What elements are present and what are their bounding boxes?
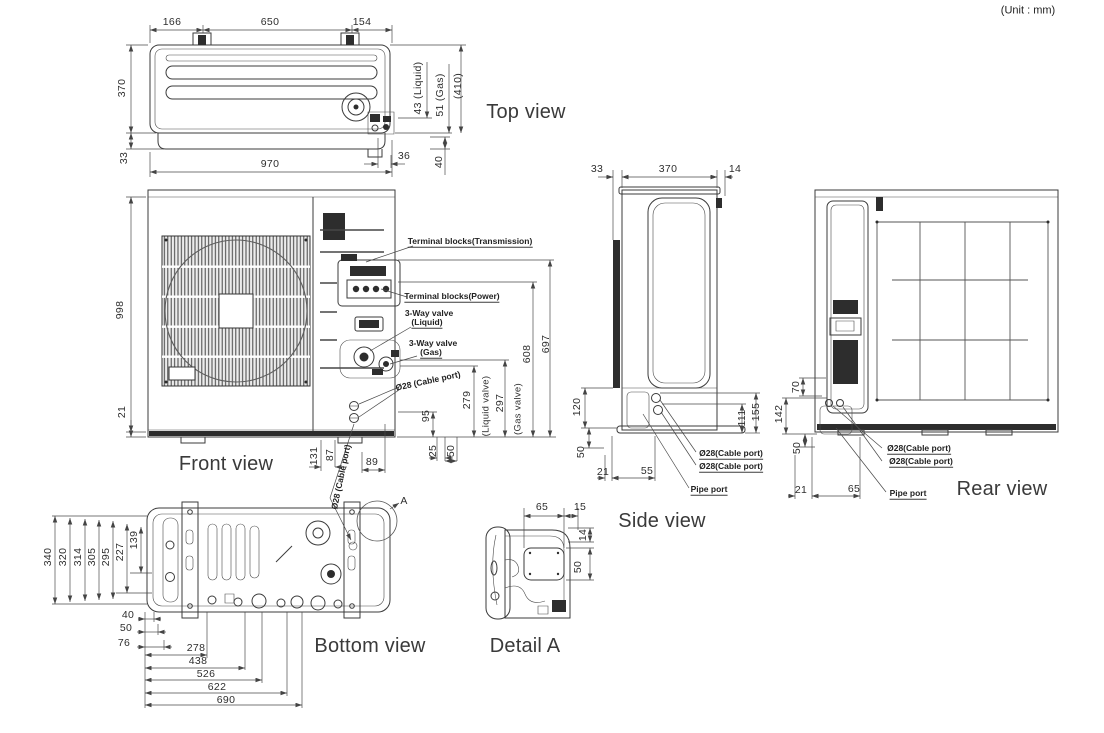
dim-bottom-340: 340 — [41, 547, 54, 567]
label-side-cable-port-2: Ø28(Cable port) — [699, 460, 763, 473]
dim-bottom-40: 40 — [121, 608, 135, 621]
dim-detail-14: 14 — [576, 528, 589, 542]
bottom-view-dims — [52, 516, 302, 708]
dim-top-166: 166 — [162, 15, 182, 28]
dim-bottom-314: 314 — [71, 547, 84, 567]
dim-front-25: 25 — [426, 444, 439, 458]
dim-bottom-227: 227 — [113, 542, 126, 562]
dim-front-608: 608 — [520, 344, 533, 364]
dim-bottom-526: 526 — [196, 667, 216, 680]
dim-side-155: 155 — [749, 402, 762, 422]
front-view-art — [148, 190, 400, 443]
dim-bottom-295: 295 — [99, 547, 112, 567]
dim-side-50: 50 — [574, 445, 587, 459]
detail-a-art — [486, 527, 570, 619]
dim-side-111: 111 — [735, 409, 748, 427]
label-rear-cable-port-2: Ø28(Cable port) — [889, 455, 953, 468]
label-rear-cable-port-1: Ø28(Cable port) — [887, 442, 951, 455]
dim-top-40: 40 — [432, 155, 445, 169]
dim-bottom-438: 438 — [188, 654, 208, 667]
dim-front-89: 89 — [365, 455, 379, 468]
dim-side-33: 33 — [590, 162, 604, 175]
dim-top-410: (410) — [451, 72, 464, 100]
dim-detail-65: 65 — [535, 500, 549, 513]
label-side-cable-port-1: Ø28(Cable port) — [699, 447, 763, 460]
label-gas-valve: (Gas valve) — [512, 383, 524, 435]
dim-rear-142: 142 — [772, 404, 785, 424]
rear-view-art — [815, 190, 1058, 435]
bottom-view-art — [147, 501, 399, 618]
label-3way-valve-gas: 3-Way valve — [408, 337, 458, 348]
unit-note: (Unit : mm) — [1000, 4, 1056, 17]
dim-front-279: 279 — [460, 390, 473, 410]
dim-side-370: 370 — [658, 162, 678, 175]
dim-top-36: 36 — [397, 149, 411, 162]
dim-bottom-50: 50 — [119, 621, 133, 634]
label-terminal-power: Terminal blocks(Power) — [404, 290, 500, 303]
detail-a-title: Detail A — [489, 635, 561, 657]
dim-front-21: 21 — [115, 405, 128, 419]
dim-detail-50: 50 — [571, 560, 584, 574]
side-view-title: Side view — [618, 510, 706, 532]
label-side-pipe-port: Pipe port — [690, 483, 728, 496]
dim-front-297: 297 — [493, 393, 506, 413]
rear-view-dims — [782, 378, 886, 499]
dim-side-55: 55 — [640, 464, 654, 477]
top-view-art — [150, 33, 394, 157]
label-3way-valve-gas-2: (Gas) — [420, 346, 442, 359]
dim-rear-65: 65 — [847, 482, 861, 495]
bottom-view-title: Bottom view — [314, 635, 426, 657]
dim-bottom-320: 320 — [56, 547, 69, 567]
detail-a-marker: A — [400, 494, 408, 507]
dim-top-650: 650 — [260, 15, 280, 28]
dim-front-95: 95 — [419, 409, 432, 423]
dim-bottom-278: 278 — [186, 641, 206, 654]
dim-top-51-gas: 51 (Gas) — [433, 73, 446, 117]
dim-970: 970 — [260, 157, 280, 170]
dim-side-14: 14 — [728, 162, 742, 175]
side-view-art — [613, 187, 745, 433]
dim-rear-21: 21 — [794, 483, 808, 496]
dim-front-87: 87 — [323, 448, 336, 462]
front-view-title: Front view — [178, 453, 274, 475]
front-view-dims — [126, 197, 556, 540]
dim-side-21: 21 — [596, 465, 610, 478]
label-3way-valve-liquid: 3-Way valve — [404, 307, 454, 318]
label-3way-valve-liquid-2: (Liquid) — [411, 316, 443, 329]
dim-side-120: 120 — [570, 397, 583, 417]
label-terminal-transmission: Terminal blocks(Transmission) — [407, 235, 533, 248]
dim-top-154: 154 — [352, 15, 372, 28]
label-rear-pipe-port: Pipe port — [889, 487, 927, 500]
top-view-title: Top view — [486, 101, 566, 123]
dim-top-370: 370 — [115, 78, 128, 98]
dim-detail-15: 15 — [573, 500, 587, 513]
label-liquid-valve: (Liquid valve) — [480, 375, 492, 437]
detail-a-dims — [524, 508, 594, 580]
dim-bottom-690: 690 — [216, 693, 236, 706]
dim-top-33: 33 — [117, 151, 130, 165]
side-view-dims — [581, 170, 760, 488]
top-view-dims — [126, 25, 466, 177]
dim-rear-50: 50 — [790, 441, 803, 455]
dim-top-43-liquid: 43 (Liquid) — [411, 61, 424, 115]
dim-bottom-139: 139 — [127, 530, 140, 550]
dim-front-998: 998 — [113, 300, 126, 320]
dim-front-697: 697 — [539, 334, 552, 354]
dim-bottom-305: 305 — [85, 547, 98, 567]
dim-front-50: 50 — [444, 444, 457, 458]
dim-bottom-622: 622 — [207, 680, 227, 693]
rear-view-title: Rear view — [956, 478, 1048, 500]
dim-front-131: 131 — [307, 446, 320, 466]
dim-rear-70: 70 — [789, 380, 802, 394]
dim-bottom-76: 76 — [117, 636, 131, 649]
